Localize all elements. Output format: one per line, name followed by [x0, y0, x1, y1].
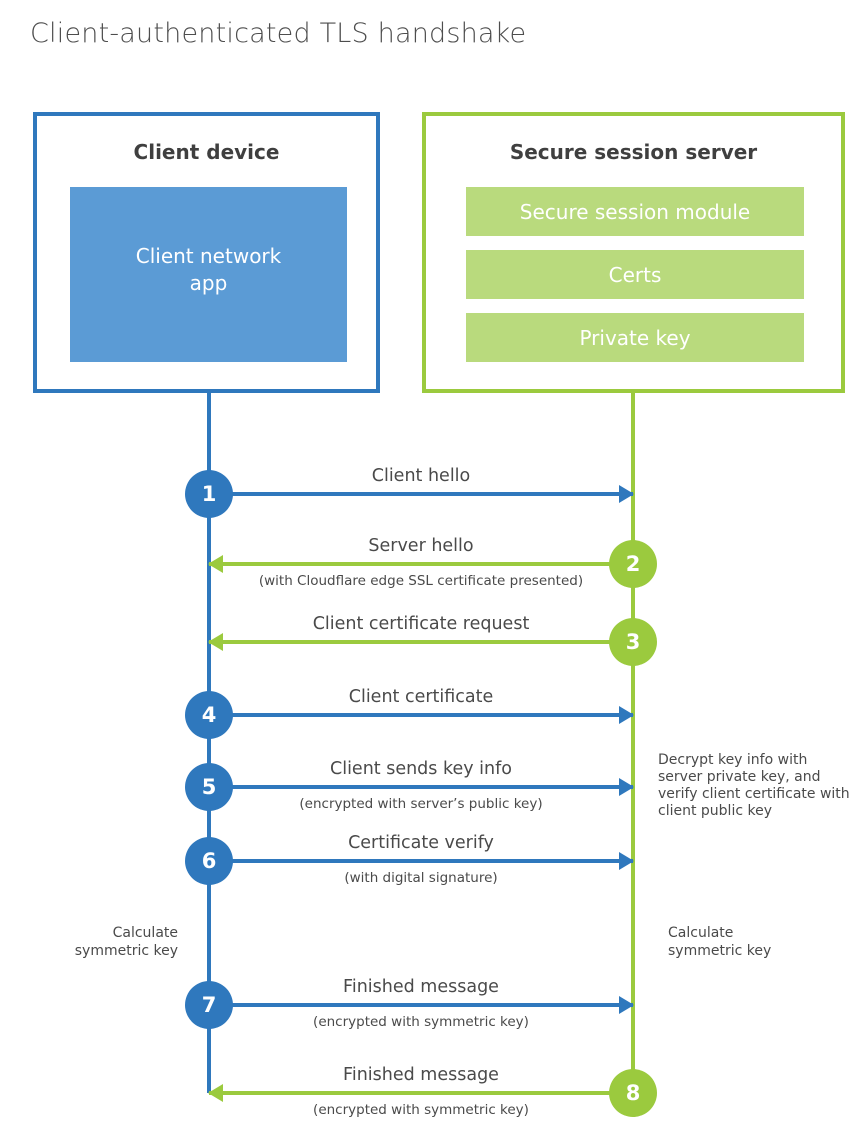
step-5-circle: 5	[185, 763, 233, 811]
step-3-circle: 3	[609, 618, 657, 666]
client-lifeline	[207, 393, 211, 1093]
client-network-app-box: Client network app	[70, 187, 347, 362]
step-5-number: 5	[201, 775, 217, 799]
step-5-sublabel: (encrypted with server’s public key)	[299, 796, 543, 812]
decrypt-key-info-note: Decrypt key info with server private key…	[658, 752, 850, 819]
step-5-label: Client sends key info	[329, 759, 512, 779]
step-6-label: Certificate verify	[348, 833, 494, 853]
step-6-number: 6	[201, 849, 217, 873]
step-1-arrow-right	[209, 485, 634, 503]
step-2-number: 2	[625, 552, 641, 576]
step-7-arrow-right	[209, 996, 634, 1014]
step-7-number: 7	[201, 993, 217, 1017]
page-title: Client-authenticated TLS handshake	[30, 18, 527, 49]
client-device-title: Client device	[133, 140, 280, 164]
calculate-symmetric-key-right-note: Calculate symmetric key	[668, 925, 772, 959]
step-7-sublabel: (encrypted with symmetric key)	[313, 1014, 529, 1030]
step-6-circle: 6	[185, 837, 233, 885]
step-4-circle: 4	[185, 691, 233, 739]
server-module-secure-session: Secure session module	[466, 187, 804, 236]
step-4-number: 4	[201, 703, 217, 727]
calculate-symmetric-key-left-note: Calculate symmetric key	[74, 925, 178, 959]
step-1-circle: 1	[185, 470, 233, 518]
step-2-arrow-left	[208, 555, 633, 573]
secure-session-server-title: Secure session server	[509, 140, 758, 164]
step-3-number: 3	[625, 630, 641, 654]
step-8-number: 8	[625, 1081, 641, 1105]
step-4-label: Client certificate	[348, 687, 494, 707]
step-3-arrow-left	[208, 633, 633, 651]
step-8-circle: 8	[609, 1069, 657, 1117]
step-6-sublabel: (with digital signature)	[344, 870, 498, 886]
step-1-label: Client hello	[371, 466, 471, 486]
client-network-app-label: Client network app	[135, 243, 282, 295]
step-3-label: Client certificate request	[312, 614, 530, 634]
step-7-label: Finished message	[343, 977, 499, 997]
step-7-circle: 7	[185, 981, 233, 1029]
step-4-arrow-right	[209, 706, 634, 724]
server-lifeline	[631, 393, 635, 1093]
server-module-certs: Certs	[466, 250, 804, 299]
step-2-label: Server hello	[368, 536, 474, 556]
step-5-arrow-right	[209, 778, 634, 796]
step-2-circle: 2	[609, 540, 657, 588]
step-8-sublabel: (encrypted with symmetric key)	[313, 1102, 529, 1118]
server-module-private-key: Private key	[466, 313, 804, 362]
step-1-number: 1	[201, 482, 217, 506]
step-2-sublabel: (with Cloudflare edge SSL certificate pr…	[258, 573, 584, 589]
step-8-arrow-left	[208, 1084, 633, 1102]
step-6-arrow-right	[209, 852, 634, 870]
step-8-label: Finished message	[343, 1065, 499, 1085]
